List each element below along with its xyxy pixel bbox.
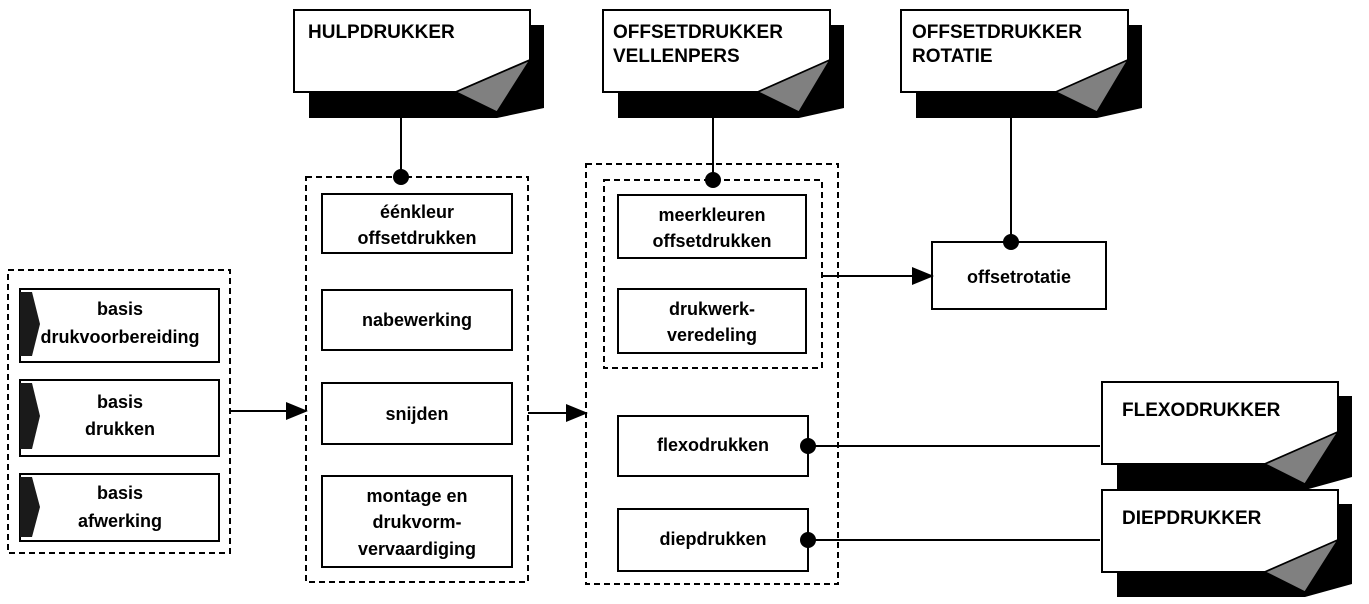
doc-rotatie-line1: OFFSETDRUKKER	[912, 22, 1082, 43]
box-meerkleuren-line2: offsetdrukken	[652, 231, 771, 251]
box-montage-line1: montage en	[366, 486, 467, 506]
box-nabewerking: nabewerking	[321, 289, 513, 351]
box-montage-line2: drukvorm-	[372, 512, 461, 532]
box-basis-drukken-line1: basis	[97, 392, 143, 412]
svg-text:drukvoorbereiding: drukvoorbereiding	[40, 327, 199, 347]
box-diepdrukken-label: diepdrukken	[659, 529, 766, 549]
box-eenkleur-line1: éénkleur	[380, 202, 454, 222]
doc-diepdrukker: DIEPDRUKKER	[1101, 489, 1352, 597]
doc-vellenpers-line2: VELLENPERS	[613, 46, 740, 67]
doc-flexodrukker-line1: FLEXODRUKKER	[1122, 400, 1281, 421]
box-basis-afwerking-line1: basis	[97, 483, 143, 503]
box-drukwerkveredeling: drukwerk- veredeling	[617, 288, 807, 354]
box-basis-afwerking-line2: afwerking	[78, 511, 162, 531]
box-snijden: snijden	[321, 382, 513, 445]
doc-diepdrukker-line1: DIEPDRUKKER	[1122, 508, 1262, 529]
svg-text:afwerking: afwerking	[78, 511, 162, 531]
doc-offsetdrukker-vellenpers: OFFSETDRUKKER VELLENPERS	[602, 9, 844, 118]
box-drukwerk-line2: veredeling	[667, 325, 757, 345]
hulp-group-container	[305, 176, 529, 583]
box-montage-drukvorm: montage en drukvorm- vervaardiging	[321, 475, 513, 568]
box-eenkleur-offsetdrukken: éénkleur offsetdrukken	[321, 193, 513, 254]
box-offsetrotatie: offsetrotatie	[931, 241, 1107, 310]
svg-text:basis: basis	[97, 483, 143, 503]
connector-dot-hulpdrukker	[393, 169, 409, 185]
box-montage-line3: vervaardiging	[358, 539, 476, 559]
connector-dot-offsetdrukker-vellenpers	[705, 172, 721, 188]
box-basis-drukken: basis drukken	[19, 379, 220, 457]
doc-vellenpers-line1: OFFSETDRUKKER	[613, 22, 783, 43]
svg-text:basis: basis	[97, 392, 143, 412]
connector-dot-offsetdrukker-rotatie	[1003, 234, 1019, 250]
box-eenkleur-line2: offsetdrukken	[357, 228, 476, 248]
box-basis-afwerking: basis afwerking	[19, 473, 220, 542]
connector-dot-diepdrukker	[800, 532, 816, 548]
box-meerkleuren-line1: meerkleuren	[658, 205, 765, 225]
box-basis-drukvoorbereiding: basis drukvoorbereiding	[19, 288, 220, 363]
doc-hulpdrukker: HULPDRUKKER	[293, 9, 544, 118]
box-flexodrukken-label: flexodrukken	[657, 435, 769, 455]
connector-dot-flexodrukker	[800, 438, 816, 454]
box-nabewerking-label: nabewerking	[362, 310, 472, 330]
box-basis-drukken-line2: drukken	[85, 419, 155, 439]
doc-offsetdrukker-rotatie: OFFSETDRUKKER ROTATIE	[900, 9, 1142, 118]
svg-text:basis: basis	[97, 299, 143, 319]
doc-flexodrukker: FLEXODRUKKER	[1101, 381, 1352, 490]
box-basis-drukvoorbereiding-line2: drukvoorbereiding	[40, 327, 199, 347]
box-flexodrukken: flexodrukken	[617, 415, 809, 477]
doc-hulpdrukker-line1: HULPDRUKKER	[308, 22, 455, 43]
box-drukwerk-line1: drukwerk-	[669, 299, 755, 319]
box-basis-drukvoorbereiding-line1: basis	[97, 299, 143, 319]
box-offsetrotatie-label: offsetrotatie	[967, 267, 1071, 287]
doc-rotatie-line2: ROTATIE	[912, 46, 993, 67]
offset-inner-container	[603, 179, 823, 369]
box-snijden-label: snijden	[385, 404, 448, 424]
box-diepdrukken: diepdrukken	[617, 508, 809, 572]
svg-text:drukken: drukken	[85, 419, 155, 439]
box-meerkleuren-offsetdrukken: meerkleuren offsetdrukken	[617, 194, 807, 259]
